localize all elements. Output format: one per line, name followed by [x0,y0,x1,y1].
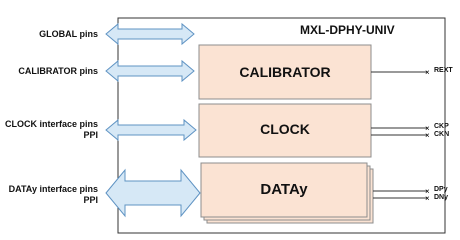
dny-x-mark: × [425,194,430,203]
clock-block [198,103,372,158]
calibrator-pins-label: CALIBRATOR pins [18,66,98,76]
data-interface-arrow [105,168,201,218]
global-pins-label: GLOBAL pins [39,29,98,39]
dny-pin-label: DNy [434,194,449,201]
calibrator-pins-arrow [105,59,195,83]
dpy-x-mark: × [425,187,430,196]
rext-pin-label: REXT [434,67,453,74]
ckp-pin-label: CKP [434,123,449,130]
clock-interface-arrow [105,118,197,142]
ckn-pin-label: CKN [434,131,450,138]
ckp-x-mark: × [425,124,430,133]
calibrator-block [198,44,372,100]
data-block [200,162,368,218]
calibrator-block-label: CALIBRATOR [239,64,331,80]
dpy-pin-label: DPy [434,186,448,193]
rext-x-mark: × [425,68,430,77]
global-pins-arrow [105,22,195,46]
data-interface-label: DATAy interface pins [8,184,98,194]
clock-ppi-label: PPI [83,130,98,140]
ckn-x-mark: × [425,131,430,140]
data-block-label: DATAy [260,181,308,198]
module-title: MXL-DPHY-UNIV [300,23,395,37]
clock-block-label: CLOCK [260,121,310,137]
data-ppi-label: PPI [83,195,98,205]
clock-interface-label: CLOCK interface pins [4,119,98,129]
